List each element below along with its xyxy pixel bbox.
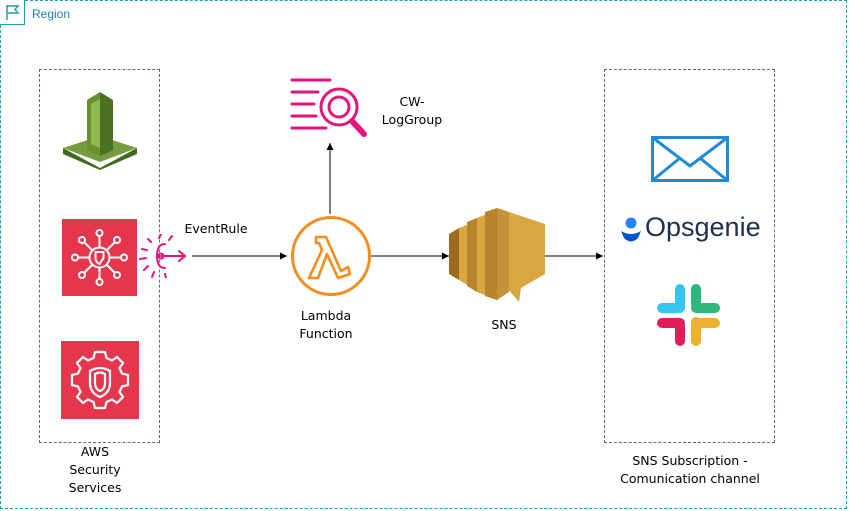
eventbridge-rule-icon (139, 233, 195, 282)
sns-label: SNS (491, 317, 517, 332)
aws-guardduty-icon (63, 92, 137, 174)
event-rule-label: EventRule (184, 221, 248, 236)
cloudwatch-logs-icon (290, 77, 368, 143)
lambda-icon (290, 215, 372, 301)
aws-security-hub-icon (62, 219, 137, 300)
opsgenie-icon (620, 217, 642, 247)
sns-icon (449, 208, 547, 306)
region-label: Region (32, 7, 71, 21)
aws-inspector-icon (61, 341, 139, 423)
sns-subscription-label: SNS Subscription - Comunication channel (620, 453, 760, 486)
slack-icon (653, 280, 723, 354)
lambda-label: Lambda Function (299, 308, 353, 341)
region-flag-icon (0, 0, 25, 25)
opsgenie-wordmark: Opsgenie (645, 212, 761, 242)
aws-security-services-label: AWS Security Services (68, 444, 122, 495)
email-icon (651, 136, 729, 186)
sns-subscription-group (604, 69, 775, 443)
cw-loggroup-label: CW- LogGroup (381, 94, 443, 127)
